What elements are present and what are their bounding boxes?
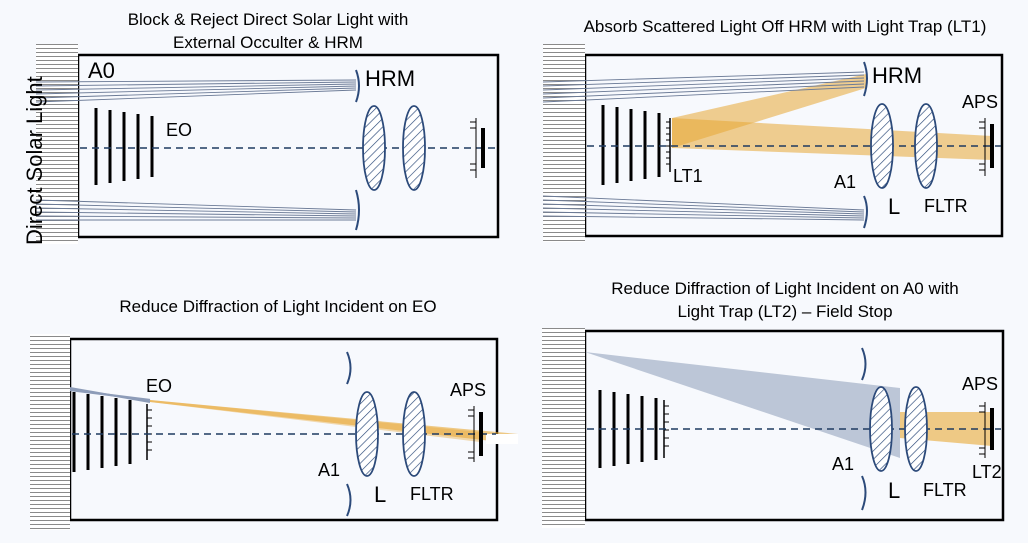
lens-l: [869, 386, 893, 472]
panel-2-title: Absorb Scattered Light Off HRM with Ligh…: [584, 17, 987, 36]
panel-2: Absorb Scattered Light Off HRM with Ligh…: [542, 17, 1004, 242]
a1-upper: [861, 347, 867, 381]
fltr-label: FLTR: [924, 196, 968, 216]
detector: [470, 118, 485, 178]
solar-light-source: [36, 44, 78, 244]
eo-label: EO: [146, 376, 172, 396]
hrm-lower: [863, 195, 868, 229]
a1-lower: [346, 483, 352, 517]
beam-stub: [486, 434, 518, 444]
a1-label: A1: [834, 172, 856, 192]
diffracted-light-core: [150, 400, 480, 442]
eo-label: EO: [166, 120, 192, 140]
filter-lens: [402, 105, 426, 191]
solar-light-source: [542, 328, 585, 528]
a0-label: A0: [88, 58, 115, 83]
a1-label: A1: [318, 460, 340, 480]
filter-lens: [904, 386, 928, 472]
aps-label: APS: [962, 374, 998, 394]
lt1-label: LT1: [673, 166, 703, 186]
a1-upper: [346, 351, 352, 385]
hrm-upper: [355, 69, 360, 103]
filter-lens: [402, 391, 426, 477]
aps-label: APS: [962, 92, 998, 112]
diffracted-light-a0: [585, 352, 900, 458]
hrm-label: HRM: [872, 63, 922, 88]
panel-1: Block & Reject Direct Solar Light with E…: [22, 10, 500, 245]
fltr-label: FLTR: [923, 480, 967, 500]
panel-4-title-line2: Light Trap (LT2) – Field Stop: [677, 302, 892, 321]
lens-l: [355, 391, 379, 477]
solar-light-source: [30, 334, 70, 530]
l-label: L: [888, 478, 900, 503]
a1-label: A1: [832, 454, 854, 474]
hrm-label: HRM: [365, 66, 415, 91]
diffracted-light: [150, 400, 518, 444]
ray-bundle-upper: [542, 71, 865, 103]
external-occulter: [601, 105, 661, 185]
light-trap-lt1: [666, 118, 671, 172]
panel-4: Reduce Diffraction of Light Incident on …: [542, 279, 1005, 528]
l-label: L: [374, 482, 386, 507]
panel-3: Reduce Diffraction of Light Incident on …: [30, 297, 518, 530]
ray-bundle-lower: [542, 195, 865, 221]
lens-l: [362, 105, 386, 191]
ray-bundle-upper: [35, 79, 357, 103]
ray-bundle-lower: [35, 199, 357, 221]
panel-3-title: Reduce Diffraction of Light Incident on …: [119, 297, 436, 316]
scattered-light-to-aps: [672, 118, 992, 160]
hrm-lower: [355, 189, 360, 231]
panel-1-title-line2: External Occulter & HRM: [173, 33, 363, 52]
incident-ray: [69, 388, 151, 402]
fltr-label: FLTR: [410, 484, 454, 504]
filter-lens: [914, 103, 938, 189]
detector: [979, 402, 994, 458]
detector: [468, 406, 483, 462]
l-label: L: [888, 194, 900, 219]
panel-4-title-line1: Reduce Diffraction of Light Incident on …: [611, 279, 958, 298]
aps-label: APS: [450, 380, 486, 400]
hrm-upper: [863, 61, 868, 97]
panel-1-title-line1: Block & Reject Direct Solar Light with: [128, 10, 409, 29]
detector: [979, 118, 994, 176]
lens-l: [870, 103, 894, 189]
external-occulter: [94, 108, 154, 185]
a1-lower: [861, 475, 867, 511]
lt2-label: LT2: [972, 462, 1002, 482]
direct-solar-light-label: Direct Solar Light: [22, 76, 47, 245]
external-occulter: [72, 392, 132, 472]
